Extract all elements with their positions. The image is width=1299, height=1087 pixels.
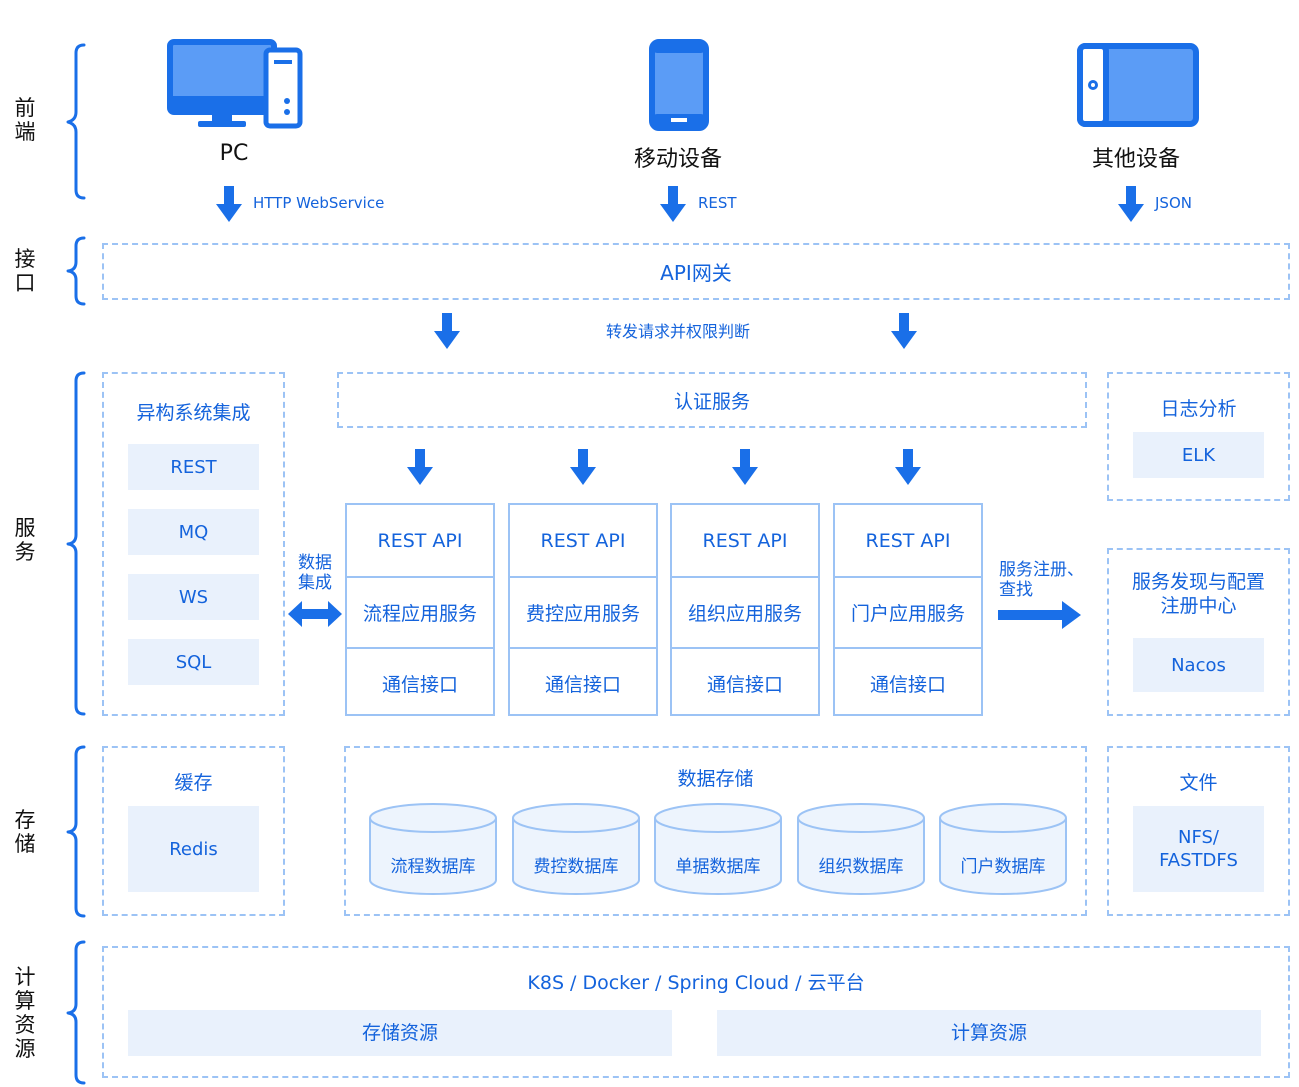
- compute-platforms: K8S / Docker / Spring Cloud / 云平台: [527, 972, 865, 994]
- database-portal: 门户数据库: [938, 802, 1068, 898]
- service-name: 组织应用服务: [672, 576, 818, 647]
- database-organization: 组织数据库: [796, 802, 926, 898]
- integration-item-mq: MQ: [128, 509, 259, 555]
- double-arrow-icon: [288, 601, 342, 627]
- integration-item-rest: REST: [128, 444, 259, 490]
- service-registry-link-label: 服务注册、查找: [999, 560, 1084, 600]
- compute-resources-box: K8S / Docker / Spring Cloud / 云平台 存储资源 计…: [102, 946, 1290, 1078]
- layer-label-frontend: 前端: [14, 96, 36, 144]
- data-integration-label: 数据集成: [298, 553, 332, 593]
- log-analysis-title: 日志分析: [1160, 398, 1237, 420]
- database-label: 费控数据库: [533, 857, 619, 877]
- device-label-pc: PC: [219, 141, 249, 166]
- service-column-process: REST API 流程应用服务 通信接口: [345, 503, 495, 716]
- arrow-down-icon: [1118, 186, 1144, 222]
- service-comm-interface: 通信接口: [835, 647, 981, 718]
- service-column-portal: REST API 门户应用服务 通信接口: [833, 503, 983, 716]
- service-column-expense: REST API 费控应用服务 通信接口: [508, 503, 658, 716]
- tablet-icon: [1077, 43, 1199, 127]
- mobile-phone-icon: [649, 39, 709, 131]
- api-gateway-box: API网关: [102, 243, 1290, 300]
- log-analysis-box: 日志分析 ELK: [1107, 372, 1290, 501]
- integration-item-ws: WS: [128, 574, 259, 620]
- datastore-box: 数据存储 流程数据库 费控数据库 单据数据库: [344, 746, 1087, 916]
- file-storage-item: NFS/ FASTDFS: [1133, 806, 1264, 892]
- database-process: 流程数据库: [368, 802, 498, 898]
- integration-item-sql: SQL: [128, 639, 259, 685]
- cache-box: 缓存 Redis: [102, 746, 285, 916]
- protocol-label-mobile: REST: [698, 194, 737, 212]
- database-label: 组织数据库: [818, 857, 904, 877]
- database-cylinder-icon: [939, 803, 1067, 895]
- device-label-mobile: 移动设备: [633, 147, 722, 172]
- service-column-organization: REST API 组织应用服务 通信接口: [670, 503, 820, 716]
- layer-label-compute: 计算资源: [14, 965, 36, 1061]
- service-api-label: REST API: [865, 529, 951, 552]
- protocol-label-pc: HTTP WebService: [253, 194, 385, 212]
- arrow-down-icon: [434, 313, 460, 349]
- device-label-other: 其他设备: [1091, 147, 1180, 172]
- cache-title: 缓存: [174, 772, 213, 794]
- service-discovery-item: Nacos: [1133, 638, 1264, 692]
- desktop-computer-icon: [167, 39, 303, 129]
- database-cylinder-icon: [512, 803, 640, 895]
- auth-service-title: 认证服务: [673, 390, 750, 413]
- api-gateway-title: API网关: [660, 261, 732, 285]
- compute-resources-item: 计算资源: [717, 1010, 1261, 1056]
- service-discovery-title: 服务发现与配置注册中心: [1131, 571, 1265, 617]
- arrow-down-icon: [660, 186, 686, 222]
- database-label: 门户数据库: [960, 857, 1046, 877]
- arrow-down-icon: [895, 449, 921, 485]
- gateway-forward-note: 转发请求并权限判断: [605, 322, 750, 341]
- auth-service-box: 认证服务: [337, 372, 1087, 428]
- datastore-title: 数据存储: [677, 768, 754, 790]
- service-api-label: REST API: [377, 529, 463, 552]
- storage-resources-item: 存储资源: [128, 1010, 672, 1056]
- service-api-label: REST API: [540, 529, 626, 552]
- database-label: 单据数据库: [675, 857, 761, 877]
- layer-label-interface: 接口: [14, 247, 36, 295]
- layer-label-storage: 存储: [14, 808, 36, 856]
- layer-brackets: [66, 43, 86, 1085]
- arrow-right-icon: [998, 601, 1081, 629]
- service-api-label: REST API: [702, 529, 788, 552]
- arrow-down-icon: [407, 449, 433, 485]
- service-name: 费控应用服务: [510, 576, 656, 647]
- database-document: 单据数据库: [653, 802, 783, 898]
- arrow-down-icon: [216, 186, 242, 222]
- bracket-service: [66, 371, 86, 716]
- heterogeneous-integration-box: 异构系统集成 REST MQ WS SQL: [102, 372, 285, 716]
- database-label: 流程数据库: [390, 857, 476, 877]
- layer-label-service: 服务: [14, 516, 36, 564]
- database-expense: 费控数据库: [511, 802, 641, 898]
- log-analysis-item: ELK: [1133, 432, 1264, 478]
- service-discovery-box: 服务发现与配置注册中心 Nacos: [1107, 548, 1290, 716]
- arrow-down-icon: [732, 449, 758, 485]
- service-name: 门户应用服务: [835, 576, 981, 647]
- bracket-compute: [66, 940, 86, 1085]
- arrow-down-icon: [891, 313, 917, 349]
- bracket-frontend: [66, 43, 86, 200]
- service-name: 流程应用服务: [347, 576, 493, 647]
- bracket-interface: [66, 236, 86, 306]
- bracket-storage: [66, 745, 86, 918]
- cache-item: Redis: [128, 806, 259, 892]
- database-cylinder-icon: [369, 803, 497, 895]
- service-comm-interface: 通信接口: [347, 647, 493, 718]
- heterogeneous-title: 异构系统集成: [136, 402, 251, 424]
- file-storage-box: 文件 NFS/ FASTDFS: [1107, 746, 1290, 916]
- service-comm-interface: 通信接口: [510, 647, 656, 718]
- database-cylinder-icon: [654, 803, 782, 895]
- service-comm-interface: 通信接口: [672, 647, 818, 718]
- file-storage-title: 文件: [1179, 772, 1218, 794]
- arrow-down-icon: [570, 449, 596, 485]
- database-cylinder-icon: [797, 803, 925, 895]
- protocol-label-other: JSON: [1155, 194, 1192, 212]
